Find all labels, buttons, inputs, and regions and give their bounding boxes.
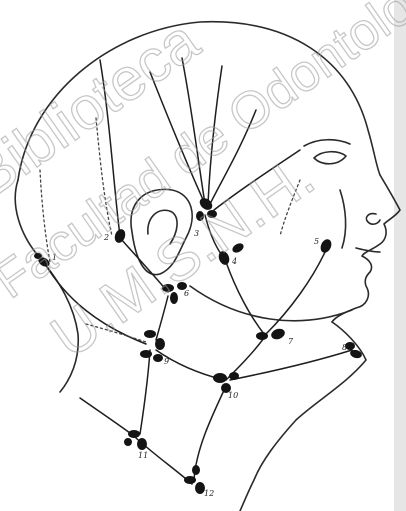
node-label-9: 9 [164,357,169,366]
node-label-5: 5 [314,237,319,246]
node-label-12: 12 [204,489,214,498]
scan-edge-noise [394,0,406,511]
node-label-11: 11 [138,451,148,460]
node-label-10: 10 [228,391,238,400]
node-label-8: 8 [342,343,347,352]
